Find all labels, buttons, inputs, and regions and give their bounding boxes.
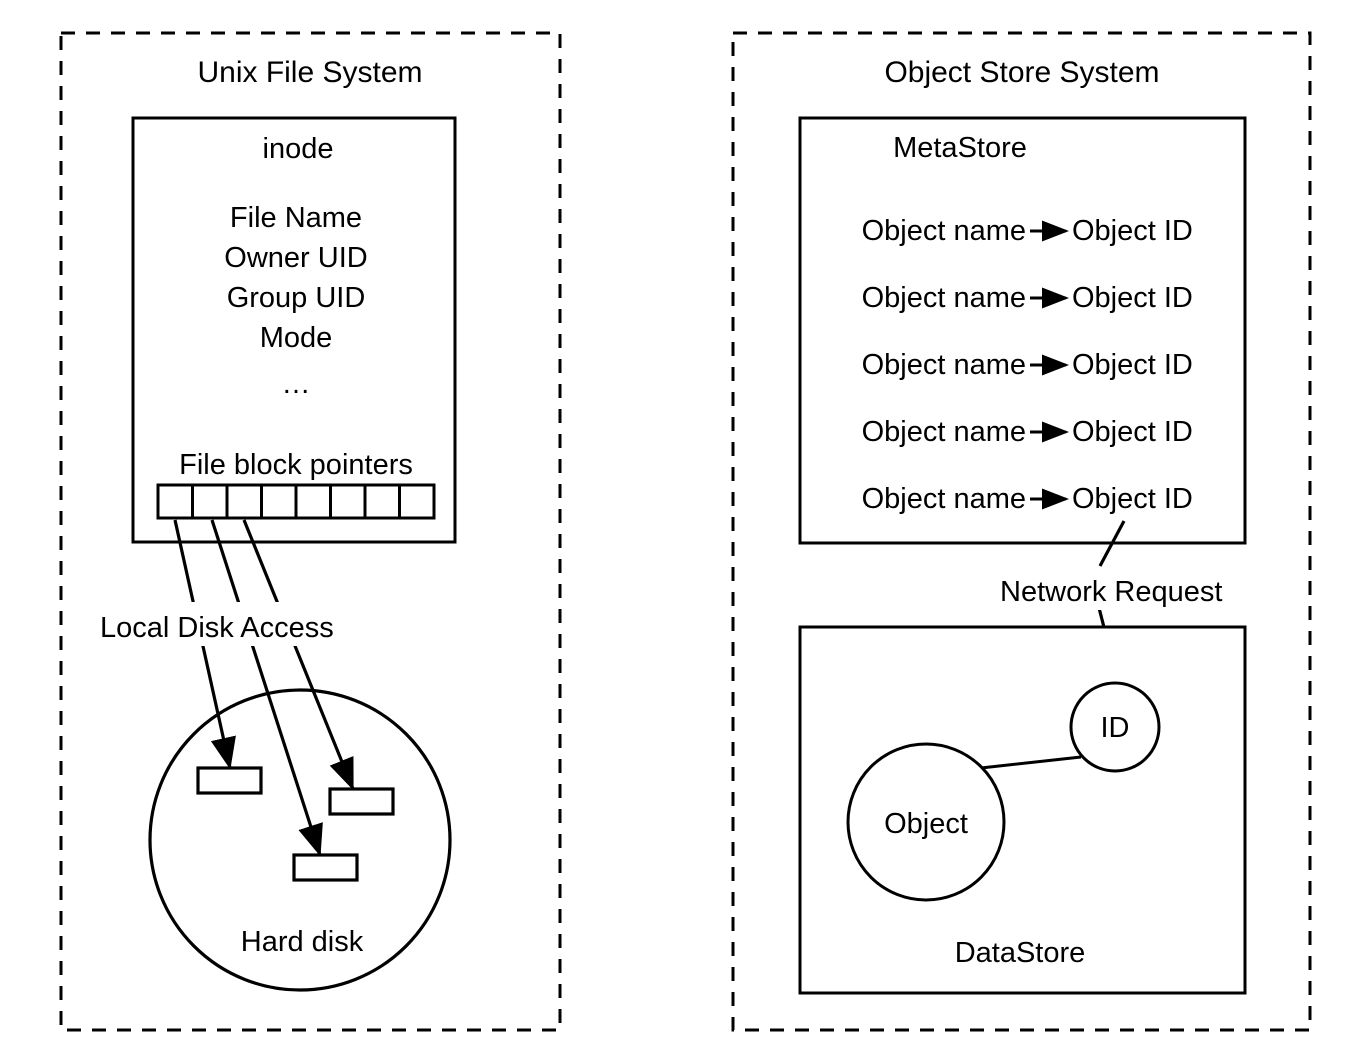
inode-field-owner-uid: Owner UID	[224, 242, 367, 274]
inode-field-ellipsis: …	[282, 368, 311, 400]
block-pointer-arrow-2	[210, 519, 323, 857]
object-node-label: Object	[884, 808, 968, 840]
metastore-row-key: Object name	[862, 349, 1026, 381]
pointer-cell[interactable]	[156, 483, 194, 520]
pointer-cell[interactable]	[225, 483, 263, 520]
datastore-label: DataStore	[955, 937, 1086, 969]
pointer-cell[interactable]	[260, 483, 298, 520]
metastore-row-key: Object name	[862, 215, 1026, 247]
id-node-label: ID	[1101, 712, 1130, 744]
panel-object-store-system	[731, 31, 1312, 1032]
pointer-cell[interactable]	[363, 483, 401, 520]
metastore-row-value: Object ID	[1072, 416, 1193, 448]
metastore-row: Object name Object ID	[862, 416, 1193, 448]
network-request-label: Network Request	[1000, 576, 1222, 608]
metastore-row: Object name Object ID	[862, 215, 1193, 247]
object-id-link	[980, 755, 1082, 770]
hard-disk-label: Hard disk	[241, 926, 364, 958]
disk-block	[328, 787, 395, 816]
inode-box	[131, 116, 457, 544]
inode-title: inode	[263, 133, 334, 165]
metastore-row-key: Object name	[862, 483, 1026, 515]
block-pointer-arrow-3	[242, 519, 355, 791]
pointer-cell[interactable]	[398, 483, 436, 520]
metastore-row-value: Object ID	[1072, 282, 1193, 314]
pointer-cell[interactable]	[294, 483, 332, 520]
panel-title-unix: Unix File System	[197, 56, 422, 89]
local-disk-access-label: Local Disk Access	[100, 612, 334, 644]
metastore-row: Object name Object ID	[862, 483, 1193, 515]
file-block-pointer-strip	[156, 483, 436, 520]
hard-disk-circle	[148, 688, 452, 992]
pointer-cell[interactable]	[191, 483, 229, 520]
metastore-row-key: Object name	[862, 282, 1026, 314]
local-disk-access-label-backing	[98, 602, 398, 646]
file-block-pointers-label: File block pointers	[179, 449, 413, 481]
disk-block	[292, 853, 359, 882]
metastore-row-value: Object ID	[1072, 349, 1193, 381]
pointer-cell[interactable]	[329, 483, 367, 520]
network-request-arrow-upper	[1098, 520, 1126, 567]
object-node-circle	[846, 742, 1006, 902]
inode-field-file-name: File Name	[230, 202, 362, 234]
inode-field-mode: Mode	[260, 322, 333, 354]
metastore-box	[798, 116, 1247, 545]
id-node-circle	[1069, 681, 1161, 773]
metastore-row: Object name Object ID	[862, 282, 1193, 314]
network-request-label-backing	[996, 570, 1276, 610]
disk-block	[196, 766, 263, 795]
inode-field-group-uid: Group UID	[227, 282, 366, 314]
panel-title-object-store: Object Store System	[884, 56, 1159, 89]
metastore-title: MetaStore	[893, 132, 1027, 164]
metastore-row-value: Object ID	[1072, 215, 1193, 247]
metastore-row: Object name Object ID	[862, 349, 1193, 381]
metastore-row-key: Object name	[862, 416, 1026, 448]
metastore-row-value: Object ID	[1072, 483, 1193, 515]
